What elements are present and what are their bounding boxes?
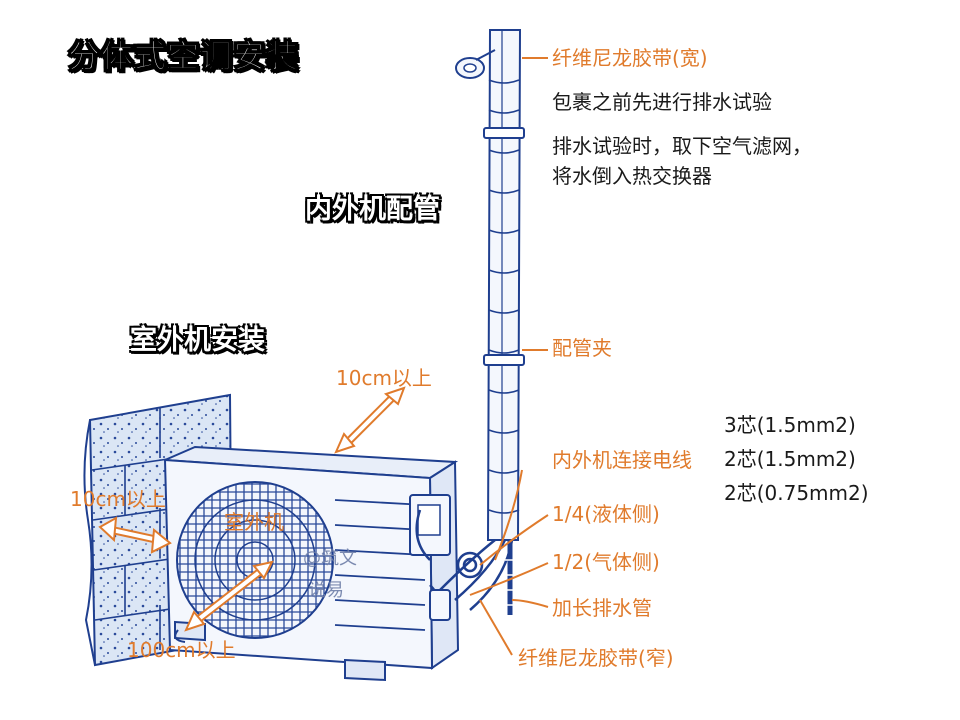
fan-grille (176, 481, 334, 639)
leader-lines (469, 57, 549, 656)
arrow-side (98, 516, 172, 554)
callout-tape-wide: 纤维尼龙胶带(宽) (552, 46, 708, 70)
clearance-front-label: 100cm以上 (127, 638, 236, 662)
section-piping: 内外机配管 (305, 194, 440, 225)
callout-pipe-clamp: 配管夹 (552, 336, 612, 360)
callout-liquid-pipe: 1/4(液体侧) (552, 502, 660, 526)
arrow-top (334, 386, 406, 454)
watermark-line2: 说易 (308, 580, 344, 601)
page-title: 分体式空调安装 (67, 37, 300, 75)
note-line-1: 包裹之前先进行排水试验 (552, 90, 772, 114)
watermark-line1: @筑文 (303, 548, 357, 569)
clearance-side-label: 10cm以上 (70, 487, 166, 511)
cable-spec-2: 2芯(1.5mm2) (724, 447, 856, 471)
callout-drain-extension: 加长排水管 (552, 596, 652, 620)
unit-label: 室外机 (224, 510, 284, 534)
cable-spec-3: 2芯(0.75mm2) (724, 481, 869, 505)
callout-cable: 内外机连接电线 (552, 448, 692, 472)
clearance-arrows (98, 386, 406, 632)
cable-spec-1: 3芯(1.5mm2) (724, 413, 856, 437)
callout-gas-pipe: 1/2(气体侧) (552, 550, 660, 574)
section-outdoor-install: 室外机安装 (130, 325, 265, 356)
outdoor-unit (163, 445, 460, 682)
note-line-2: 排水试验时，取下空气滤网， (552, 134, 812, 158)
note-line-3: 将水倒入热交换器 (552, 164, 712, 188)
callout-tape-narrow: 纤维尼龙胶带(窄) (518, 646, 674, 670)
pipe-bundle (455, 29, 525, 541)
arrow-front (184, 560, 274, 632)
clearance-top-label: 10cm以上 (336, 366, 432, 390)
